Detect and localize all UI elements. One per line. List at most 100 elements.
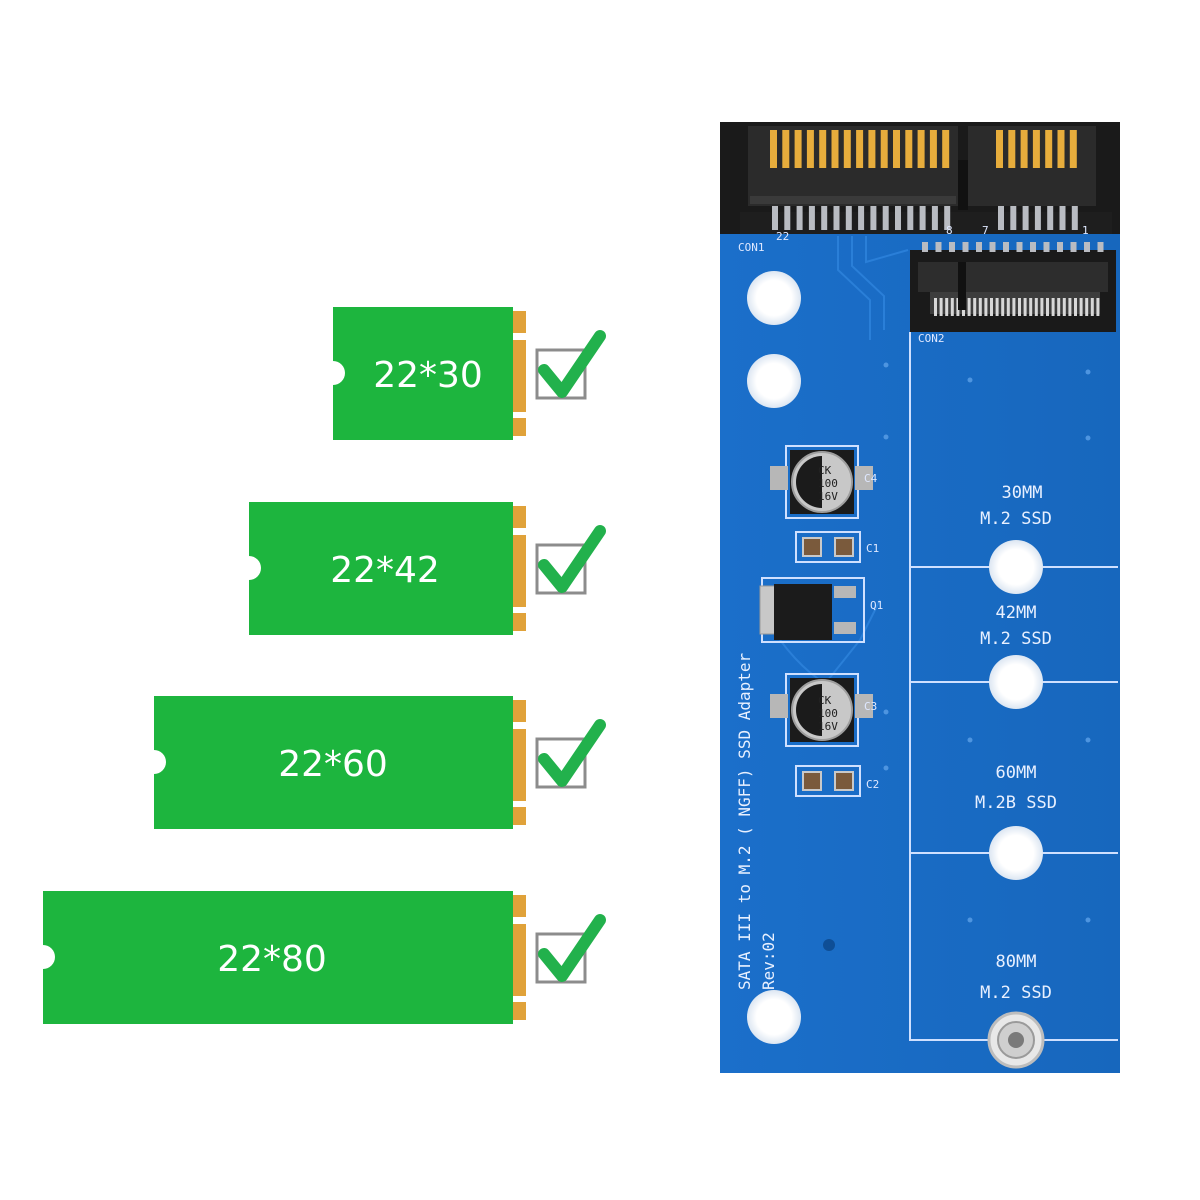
connector-lead — [944, 206, 951, 230]
m2-pin — [967, 298, 971, 316]
sata-connector — [720, 122, 1120, 234]
m2-lead — [1030, 242, 1036, 252]
sata-pin — [1069, 130, 1077, 168]
connector-lead — [919, 206, 926, 230]
m2-lead — [962, 242, 969, 252]
connector-lead — [931, 206, 938, 230]
board-title: SATA III to M.2 ( NGFF) SSD Adapter Rev:… — [735, 652, 778, 990]
connector-leads — [772, 206, 1078, 230]
sata-pin — [868, 130, 876, 168]
gold-contacts — [513, 311, 526, 436]
connector-lead — [1071, 206, 1078, 230]
m2-pin — [1001, 298, 1005, 316]
sata-pin — [1045, 130, 1053, 168]
cap-marking: 100 — [818, 707, 838, 720]
cap-marking: CK — [818, 694, 832, 707]
sata-pin — [1020, 130, 1028, 168]
connector-lead — [1022, 206, 1029, 230]
adapter-board: CON1 22 8 7 1 CON2 — [720, 122, 1120, 1073]
sata-power-pins — [996, 130, 1077, 168]
m2-connector — [910, 242, 1116, 332]
m2-lead — [949, 242, 955, 252]
ssd-module-22-42: 22*42 — [237, 502, 526, 635]
m2-pin — [1085, 298, 1089, 316]
ssd-module-22-60: 22*60 — [142, 696, 526, 829]
ssd-size-label: 22*60 — [278, 744, 388, 785]
sata-data-pins — [770, 130, 950, 168]
mounting-notch — [237, 556, 261, 580]
slot-type-label: M.2B SSD — [975, 793, 1057, 813]
sata-pin — [1057, 130, 1065, 168]
m2-lead — [976, 242, 982, 252]
capacitor-c1 — [795, 531, 861, 563]
sata-pin — [806, 130, 814, 168]
mounting-notch — [31, 945, 55, 969]
cap-marking: CK — [818, 464, 832, 477]
slot-size-label: 42MM — [996, 603, 1037, 623]
pin-number-label: 1 — [1082, 224, 1089, 237]
m2-lead — [935, 242, 942, 252]
m2-pin — [945, 298, 949, 316]
m2-pin — [973, 298, 977, 316]
connector-lead — [870, 206, 877, 230]
slot-type-label: M.2 SSD — [980, 509, 1052, 529]
connector-lead — [858, 206, 865, 230]
connector-lead — [808, 206, 815, 230]
component-label: C4 — [864, 472, 878, 485]
slot-size-label: 60MM — [996, 763, 1037, 783]
slot-standoff-42mm — [989, 655, 1043, 709]
mounting-hole — [747, 990, 801, 1044]
connector-lead — [845, 206, 852, 230]
ssd-size-label: 22*30 — [373, 355, 483, 396]
m2-lead — [1043, 242, 1050, 252]
sata-pin — [782, 130, 790, 168]
test-point — [823, 939, 835, 951]
board-revision: Rev:02 — [759, 932, 778, 990]
sata-pin — [1008, 130, 1016, 168]
cap-marking: 100 — [818, 477, 838, 490]
m2-lead — [1057, 242, 1063, 252]
m2-pin — [950, 298, 954, 316]
gold-contacts — [513, 506, 526, 631]
m2-pin — [1051, 298, 1055, 316]
cap-marking: 16V — [818, 720, 838, 733]
mounting-notch — [142, 750, 166, 774]
m2-pin — [978, 298, 982, 316]
m2-connector-pins — [922, 242, 1104, 316]
connector-lead — [907, 206, 914, 230]
connector-lead — [895, 206, 901, 230]
slot-size-label: 80MM — [996, 952, 1037, 972]
m2-pin — [1029, 298, 1033, 316]
sata-pin — [856, 130, 864, 168]
m2-pin — [1046, 298, 1049, 316]
m2-pin — [956, 298, 960, 316]
pin-number-label: 8 — [946, 224, 953, 237]
transistor-q1 — [759, 577, 865, 643]
m2-lead — [1084, 242, 1090, 252]
ssd-size-label: 22*80 — [217, 939, 327, 980]
m2-pin — [1074, 298, 1077, 316]
m2-pin — [1090, 298, 1094, 316]
m2-pin — [1023, 298, 1027, 316]
slot-type-label: M.2 SSD — [980, 983, 1052, 1003]
checkbox-checked-icon — [535, 330, 606, 400]
ssd-module-22-80: 22*80 — [31, 891, 526, 1024]
m2-pin — [1068, 298, 1072, 316]
component-label: C3 — [864, 700, 877, 713]
sata-pin — [905, 130, 913, 168]
connector-lead — [1047, 206, 1054, 230]
checkbox-checked-icon — [535, 719, 606, 789]
sata-pin — [917, 130, 925, 168]
sata-pin — [1032, 130, 1040, 168]
slot-size-label: 30MM — [1002, 483, 1043, 503]
m2-lead — [1070, 242, 1077, 252]
mounting-notch — [321, 361, 345, 385]
pin-number-label: 22 — [776, 230, 789, 243]
m2-lead — [989, 242, 996, 252]
slot-standoff-30mm — [989, 540, 1043, 594]
connector-lead — [1059, 206, 1066, 230]
m2-pin — [995, 298, 999, 316]
m2-lead — [1097, 242, 1104, 252]
gold-contacts — [513, 700, 526, 825]
